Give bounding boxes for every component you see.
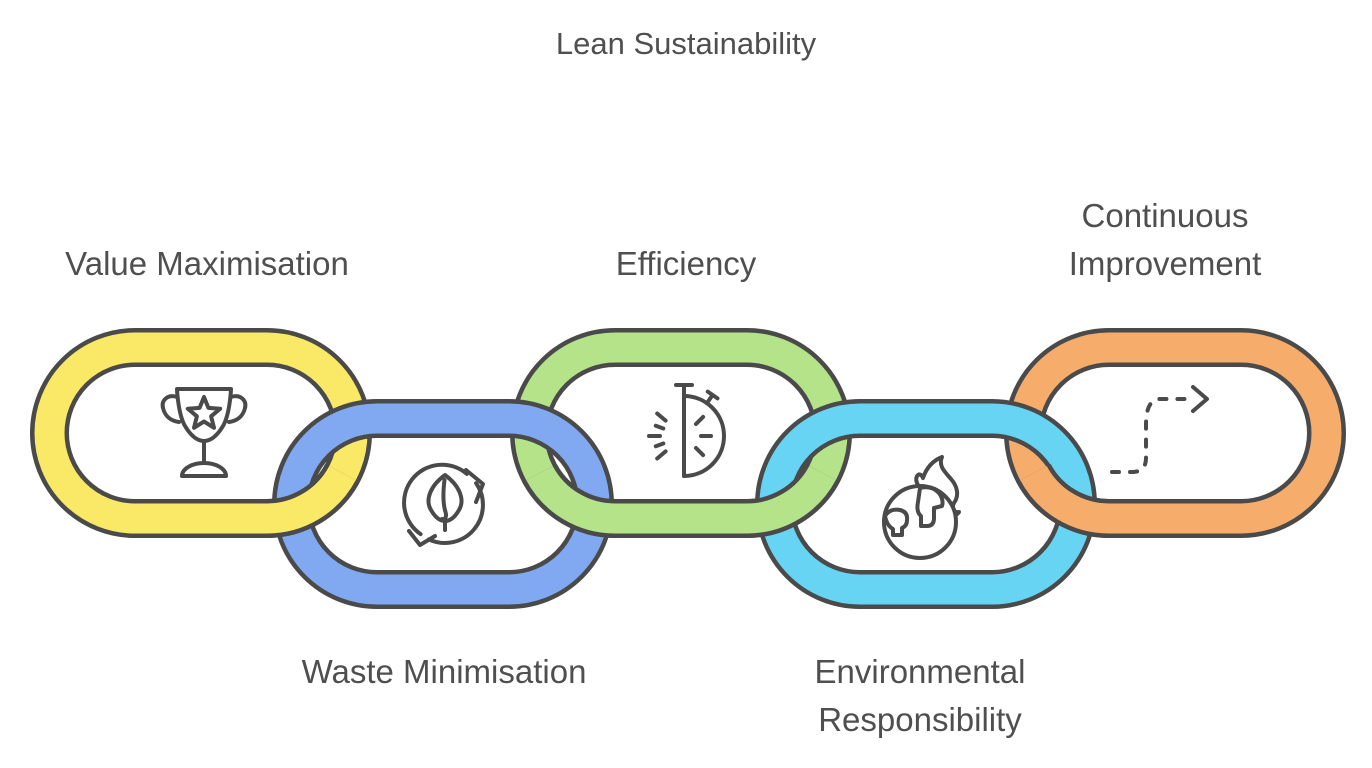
- page-title: Lean Sustainability: [555, 26, 817, 61]
- stopwatch-icon: [647, 383, 726, 478]
- label-waste-minimisation: Waste Minimisation: [301, 653, 587, 690]
- dashed-arrow-icon: [1110, 385, 1209, 474]
- weave-patch: [732, 465, 836, 534]
- chain-weave-patches: [252, 463, 1124, 538]
- label-efficiency: Efficiency: [615, 245, 757, 282]
- trophy-icon: [160, 387, 248, 478]
- weave-patch: [526, 465, 630, 534]
- label-value-maximisation: Value Maximisation: [65, 245, 349, 282]
- globe-fire-icon: [882, 455, 961, 560]
- label-environmental-responsibility: Environmental Responsibility: [814, 653, 1026, 738]
- label-continuous-improvement: Continuous Improvement: [1068, 197, 1262, 282]
- weave-patch: [1020, 465, 1124, 534]
- weave-patch: [252, 465, 356, 534]
- recycle-leaf-icon: [402, 462, 485, 547]
